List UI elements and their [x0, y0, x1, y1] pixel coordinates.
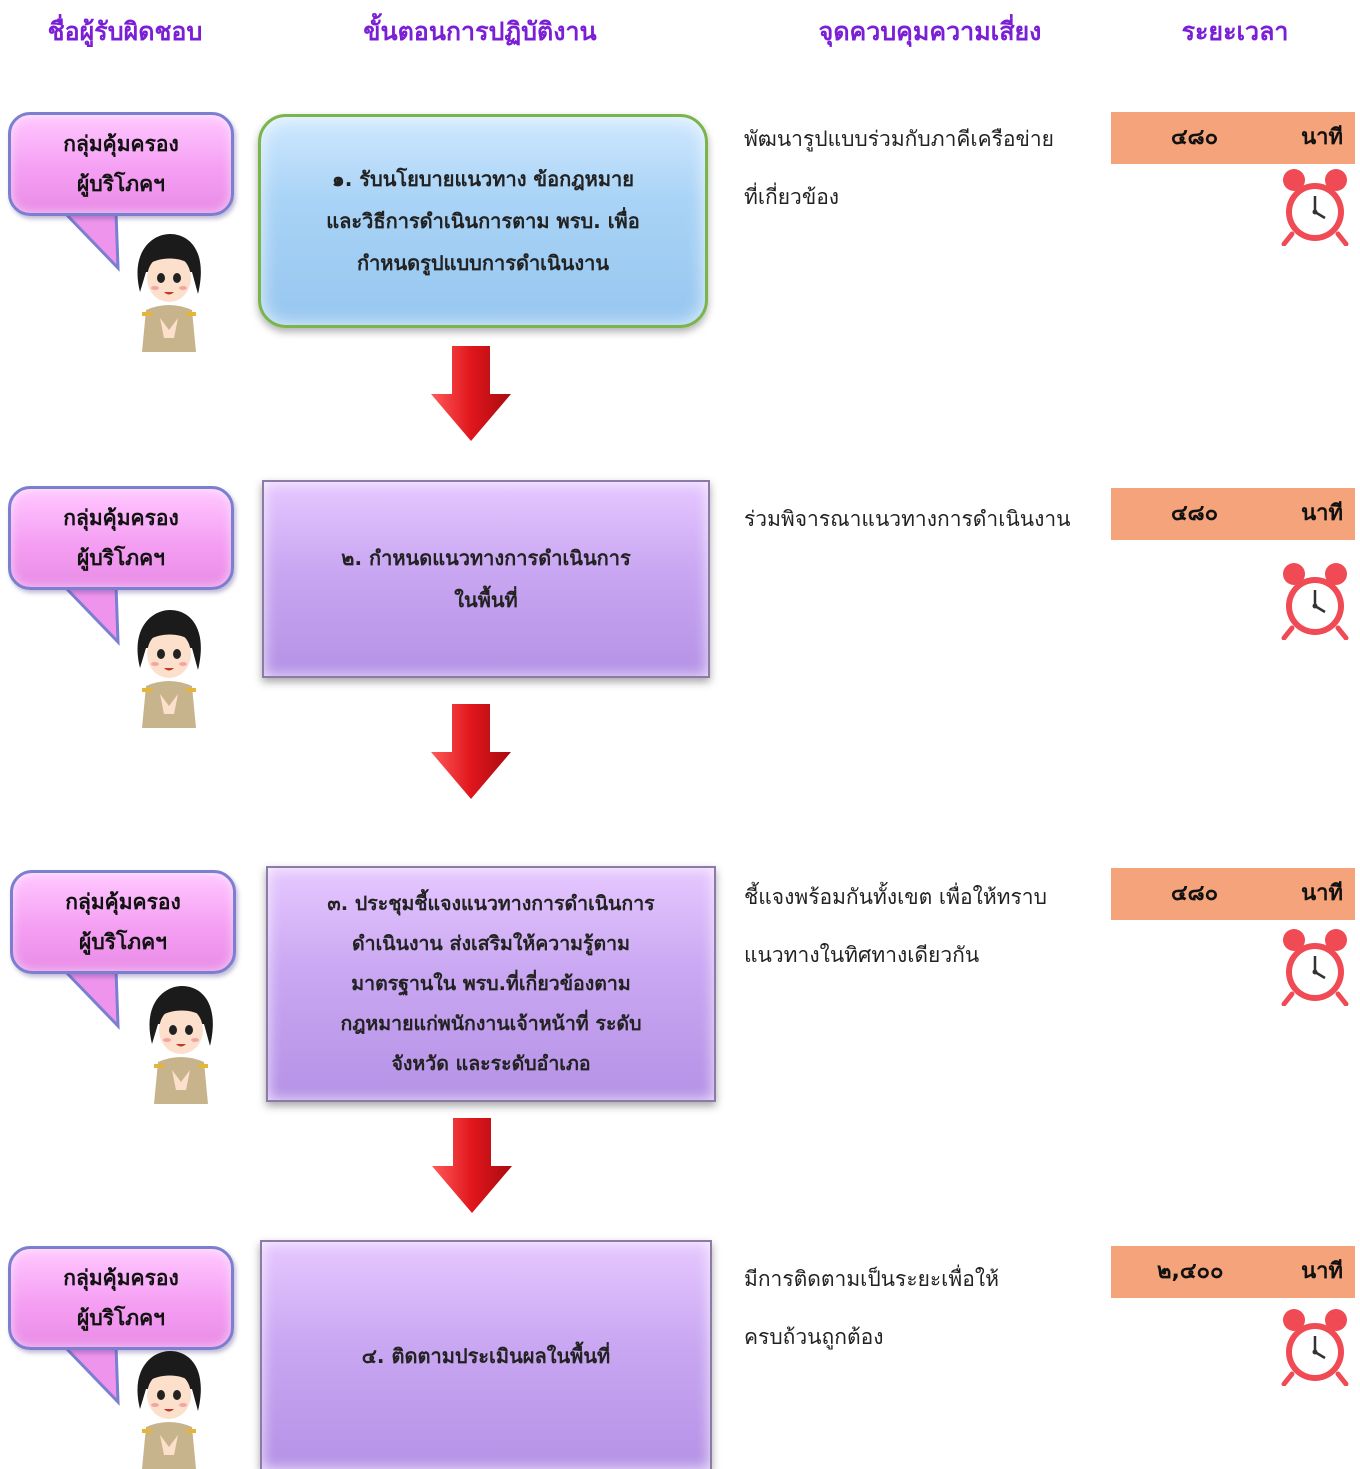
step-text-line: ๓. ประชุมชี้แจงแนวทางการดำเนินการ	[327, 892, 655, 915]
responsible-bubble: กลุ่มคุ้มครอง ผู้บริโภคฯ	[8, 486, 234, 590]
duration-unit: นาที	[1301, 1259, 1343, 1284]
risk-text-line: ร่วมพิจารณาแนวทางการดำเนินงาน	[744, 507, 1071, 531]
responsible-bubble: กลุ่มคุ้มครอง ผู้บริโภคฯ	[8, 112, 234, 216]
duration-bar: ๔๘๐ นาที	[1111, 868, 1355, 920]
header-responsible: ชื่อผู้รับผิดชอบ	[47, 17, 203, 46]
responsible-label-line2: ผู้บริโภคฯ	[77, 546, 165, 570]
header-risk-control: จุดควบคุมความเสี่ยง	[818, 17, 1042, 46]
step-text-line: กฎหมายแก่พนักงานเจ้าหน้าที่ ระดับ	[340, 1012, 642, 1035]
header-procedure: ขั้นตอนการปฏิบัติงาน	[363, 17, 597, 46]
step-text-line: มาตรฐานใน พรบ.ที่เกี่ยวข้องตาม	[351, 972, 631, 995]
duration-value: ๒,๔๐๐	[1157, 1259, 1224, 1284]
risk-control-text: ร่วมพิจารณาแนวทางการดำเนินงาน	[744, 490, 1104, 548]
responsible-label-line2: ผู้บริโภคฯ	[79, 930, 167, 954]
step-text-line: ๔. ติดตามประเมินผลในพื้นที่	[361, 1343, 611, 1368]
staff-avatar-icon	[149, 986, 213, 1104]
risk-text-line: แนวทางในทิศทางเดียวกัน	[744, 943, 980, 967]
step-1-box: ๑. รับนโยบายแนวทาง ข้อกฎหมาย และวิธีการด…	[258, 114, 708, 328]
duration-bar: ๒,๔๐๐ นาที	[1111, 1246, 1355, 1298]
alarm-clock-icon	[1281, 169, 1349, 246]
duration-bar: ๔๘๐ นาที	[1111, 112, 1355, 164]
step-text-line: กำหนดรูปแบบการดำเนินงาน	[356, 251, 610, 275]
duration-unit: นาที	[1301, 125, 1343, 150]
risk-text-line: ครบถ้วนถูกต้อง	[744, 1325, 884, 1349]
responsible-label-line1: กลุ่มคุ้มครอง	[65, 890, 181, 914]
staff-avatar-icon	[137, 234, 201, 352]
risk-text-line: ที่เกี่ยวข้อง	[744, 185, 840, 209]
header-duration: ระยะเวลา	[1181, 17, 1289, 46]
alarm-clock-icon	[1281, 929, 1349, 1006]
responsible-label-line1: กลุ่มคุ้มครอง	[63, 506, 179, 530]
bubble-tail	[60, 968, 120, 1030]
step-text-line: ๑. รับนโยบายแนวทาง ข้อกฎหมาย	[332, 167, 634, 191]
duration-bar: ๔๘๐ นาที	[1111, 488, 1355, 540]
flow-arrow-down-icon	[431, 346, 511, 441]
risk-text-line: มีการติดตามเป็นระยะเพื่อให้	[744, 1267, 999, 1291]
risk-control-text: ชี้แจงพร้อมกันทั้งเขต เพื่อให้ทราบ แนวทา…	[744, 868, 1104, 984]
duration-unit: นาที	[1301, 501, 1343, 526]
responsible-label-line2: ผู้บริโภคฯ	[77, 1306, 165, 1330]
duration-value: ๔๘๐	[1171, 125, 1219, 150]
step-text-line: ๒. กำหนดแนวทางการดำเนินการ	[341, 546, 631, 570]
step-text-line: จังหวัด และระดับอำเภอ	[391, 1052, 591, 1075]
risk-text-line: พัฒนารูปแบบร่วมกับภาคีเครือข่าย	[744, 127, 1054, 151]
step-text-line: ดำเนินงาน ส่งเสริมให้ความรู้ตาม	[352, 932, 630, 955]
responsible-bubble: กลุ่มคุ้มครอง ผู้บริโภคฯ	[10, 870, 236, 974]
responsible-label-line1: กลุ่มคุ้มครอง	[63, 1266, 179, 1290]
step-text-line: ในพื้นที่	[454, 588, 518, 612]
flow-arrow-down-icon	[431, 704, 511, 799]
duration-value: ๔๘๐	[1171, 881, 1219, 906]
step-4-box: ๔. ติดตามประเมินผลในพื้นที่	[260, 1240, 712, 1469]
responsible-label-line2: ผู้บริโภคฯ	[77, 172, 165, 196]
responsible-label-line1: กลุ่มคุ้มครอง	[63, 132, 179, 156]
duration-value: ๔๘๐	[1171, 501, 1219, 526]
risk-control-text: มีการติดตามเป็นระยะเพื่อให้ ครบถ้วนถูกต้…	[744, 1250, 1104, 1366]
step-text-line: และวิธีการดำเนินการตาม พรบ. เพื่อ	[326, 209, 640, 233]
risk-text-line: ชี้แจงพร้อมกันทั้งเขต เพื่อให้ทราบ	[744, 885, 1047, 909]
risk-control-text: พัฒนารูปแบบร่วมกับภาคีเครือข่าย ที่เกี่ย…	[744, 110, 1104, 226]
responsible-bubble: กลุ่มคุ้มครอง ผู้บริโภคฯ	[8, 1246, 234, 1350]
staff-avatar-icon	[137, 1351, 201, 1469]
flow-arrow-down-icon	[432, 1118, 512, 1213]
alarm-clock-icon	[1281, 1309, 1349, 1386]
alarm-clock-icon	[1281, 563, 1349, 640]
staff-avatar-icon	[137, 610, 201, 728]
duration-unit: นาที	[1301, 881, 1343, 906]
step-3-box: ๓. ประชุมชี้แจงแนวทางการดำเนินการ ดำเนิน…	[266, 866, 716, 1102]
step-2-box: ๒. กำหนดแนวทางการดำเนินการ ในพื้นที่	[262, 480, 710, 678]
